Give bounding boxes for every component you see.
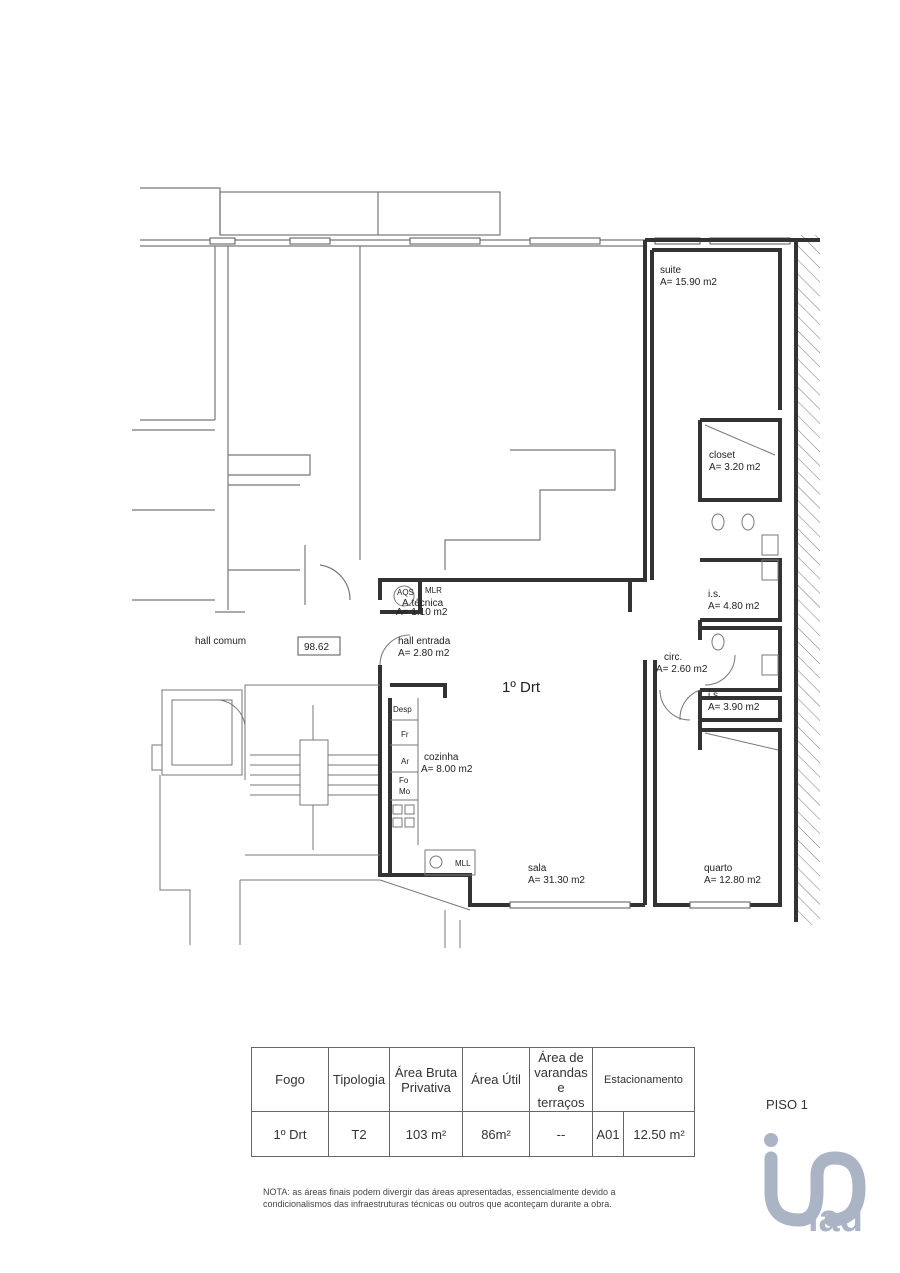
- room-area: A= 31.30 m2: [528, 875, 585, 886]
- room-name: suite: [660, 265, 682, 276]
- room-is-1: i.s.A= 4.80 m2: [708, 589, 759, 613]
- room-area: A= 8.00 m2: [421, 764, 473, 775]
- room-name: closet: [709, 450, 736, 461]
- table-header-row: Fogo Tipologia Área Bruta Privativa Área…: [251, 1047, 695, 1112]
- ar-label: Ar: [401, 757, 409, 766]
- room-area: A= 3.20 m2: [709, 462, 761, 473]
- mlr-label: MLR: [425, 586, 442, 595]
- cell-varandas: --: [529, 1111, 593, 1157]
- hall-comum-label: hall comum: [195, 636, 247, 647]
- mll-label: MLL: [455, 859, 471, 868]
- mo-label: Mo: [399, 787, 411, 796]
- party-wall-hatch: [798, 235, 820, 925]
- room-name: i.s.: [708, 589, 721, 600]
- fo-label: Fo: [399, 776, 409, 785]
- kitchen-counter: [390, 585, 476, 876]
- header-area-util: Área Útil: [462, 1047, 530, 1112]
- room-name: circ.: [664, 652, 683, 663]
- floor-label: PISO 1: [766, 1097, 808, 1112]
- windows-bottom: [509, 901, 751, 909]
- room-area: A= 15.90 m2: [660, 277, 717, 288]
- stairwell: [151, 684, 471, 948]
- header-tipologia: Tipologia: [328, 1047, 390, 1112]
- neighbour-outline: [132, 187, 645, 613]
- room-name: quarto: [704, 863, 733, 874]
- header-estacionamento: Estacionamento: [592, 1047, 695, 1112]
- room-name: i.s.: [708, 690, 721, 701]
- desp-label: Desp: [393, 705, 412, 714]
- note-line: NOTA: as áreas finais podem divergir das…: [263, 1187, 616, 1197]
- room-area: A= 2.80 m2: [398, 648, 450, 659]
- cell-fogo: 1º Drt: [251, 1111, 329, 1157]
- cell-parking-area: 12.50 m²: [623, 1111, 695, 1157]
- header-fogo: Fogo: [251, 1047, 329, 1112]
- cell-tipologia: T2: [328, 1111, 390, 1157]
- room-name: A.técnica: [402, 598, 444, 609]
- cell-parking-id: A01: [592, 1111, 624, 1157]
- room-area: A= 1.10 m2: [396, 607, 448, 618]
- iad-logo-text: iad: [808, 1198, 863, 1240]
- room-area: A= 3.90 m2: [708, 702, 760, 713]
- header-varandas: Área de varandas e terraços: [529, 1047, 593, 1112]
- room-area: A= 4.80 m2: [708, 601, 760, 612]
- level-mark-box: [297, 636, 341, 656]
- room-circ: circ.A= 2.60 m2: [656, 652, 707, 676]
- iad-logo-icon: [764, 1133, 866, 1227]
- header-area-bruta: Área Bruta Privativa: [389, 1047, 463, 1112]
- room-name: hall entrada: [398, 636, 451, 647]
- unit-label: 1º Drt: [502, 679, 540, 696]
- cell-area-util: 86m²: [462, 1111, 530, 1157]
- room-area: A= 12.80 m2: [704, 875, 761, 886]
- room-name: sala: [528, 863, 547, 874]
- room-is-2: i.s.A= 3.90 m2: [708, 690, 759, 714]
- table-row: 1º Drt T2 103 m² 86m² -- A01 12.50 m²: [251, 1111, 695, 1157]
- room-area: A= 2.60 m2: [656, 664, 708, 675]
- room-name: cozinha: [424, 752, 459, 763]
- cell-area-bruta: 103 m²: [389, 1111, 463, 1157]
- bathroom-fixtures: [379, 424, 779, 751]
- aqs-label: AQS: [397, 588, 414, 597]
- areas-table: Fogo Tipologia Área Bruta Privativa Área…: [251, 1047, 695, 1157]
- note: NOTA: as áreas finais podem divergir das…: [263, 1186, 616, 1210]
- fr-label: Fr: [401, 730, 409, 739]
- level-mark: 98.62: [304, 642, 330, 653]
- unit-walls: [378, 238, 820, 922]
- floor-plan: [132, 187, 820, 948]
- note-line: condicionalismos das infraestruturas téc…: [263, 1199, 612, 1209]
